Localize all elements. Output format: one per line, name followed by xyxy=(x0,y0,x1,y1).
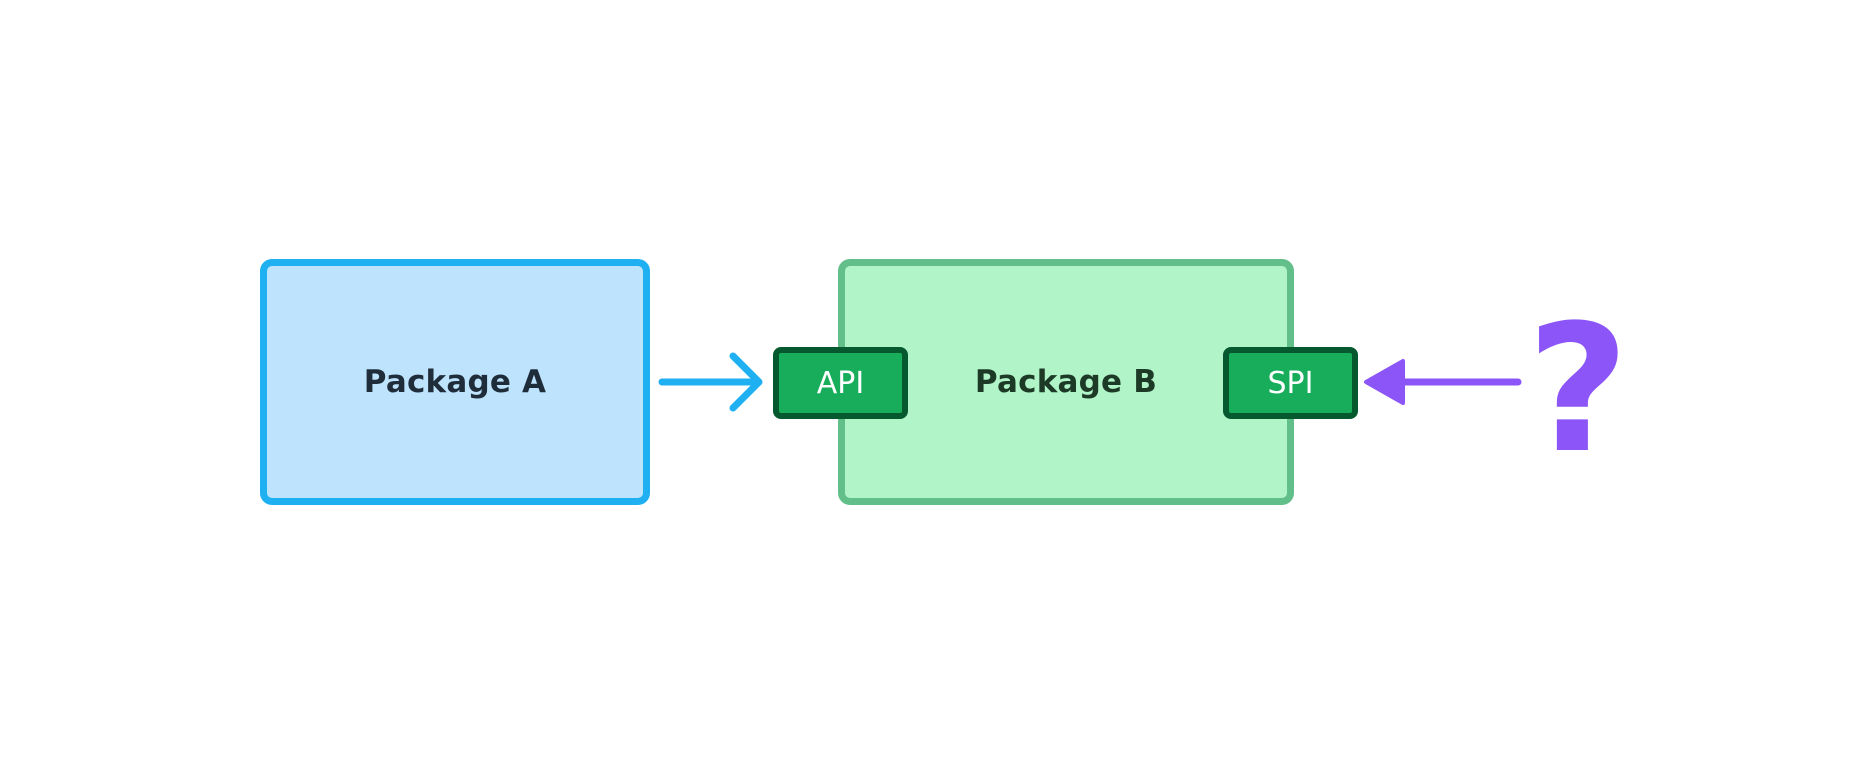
package-a-box: Package A xyxy=(260,259,650,505)
arrow-a-to-api xyxy=(658,352,763,412)
spi-port: SPI xyxy=(1223,347,1358,419)
question-mark-icon: ? xyxy=(1527,287,1629,492)
arrow-unknown-to-spi xyxy=(1364,359,1522,405)
api-port: API xyxy=(773,347,908,419)
api-port-label: API xyxy=(816,365,865,401)
arrow-a-to-api-head xyxy=(729,352,763,412)
package-a-label: Package A xyxy=(363,364,547,400)
spi-port-label: SPI xyxy=(1267,365,1314,401)
package-b-box: Package B xyxy=(838,259,1294,505)
package-b-label: Package B xyxy=(974,364,1158,400)
arrow-unknown-to-spi-head xyxy=(1364,359,1405,405)
